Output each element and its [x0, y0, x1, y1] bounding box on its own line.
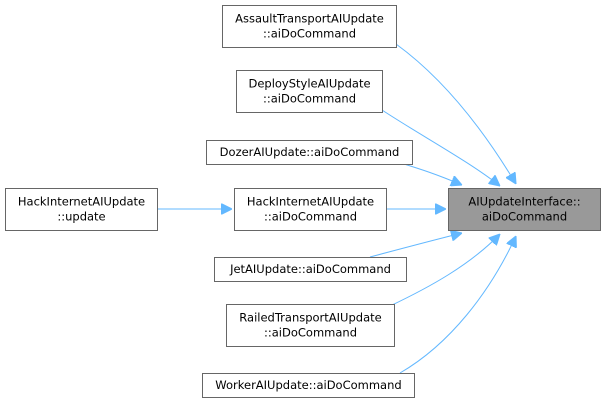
node-label: HackInternetAIUpdate [247, 195, 374, 209]
edge-railed-to-target [389, 234, 500, 307]
edge-worker-to-target [399, 236, 516, 374]
node-label: AssaultTransportAIUpdate [235, 12, 384, 26]
node-hackupdate[interactable]: HackInternetAIUpdate::update [5, 188, 158, 231]
node-label: RailedTransportAIUpdate [239, 311, 381, 325]
node-box [226, 304, 395, 347]
node-label: DozerAIUpdate::aiDoCommand [220, 145, 400, 159]
node-box [236, 70, 383, 113]
edge-jet-to-target [369, 233, 462, 258]
node-box [202, 373, 415, 398]
node-label: ::aiDoCommand [263, 27, 356, 41]
nodes: AssaultTransportAIUpdate::aiDoCommandDep… [5, 5, 601, 398]
node-box [5, 188, 158, 231]
node-label: ::aiDoCommand [263, 92, 356, 106]
node-label: ::aiDoCommand [264, 210, 357, 224]
edge-dozer-to-target [403, 163, 462, 185]
node-box [222, 5, 397, 48]
node-label: ::aiDoCommand [264, 326, 357, 340]
node-label: HackInternetAIUpdate [18, 195, 145, 209]
node-label: WorkerAIUpdate::aiDoCommand [215, 378, 401, 392]
node-label: JetAIUpdate::aiDoCommand [229, 262, 391, 276]
edge-deploy-to-target [381, 109, 500, 186]
node-box [448, 188, 601, 231]
node-hack[interactable]: HackInternetAIUpdate::aiDoCommand [234, 188, 387, 231]
node-jet[interactable]: JetAIUpdate::aiDoCommand [214, 257, 407, 282]
node-assault[interactable]: AssaultTransportAIUpdate::aiDoCommand [222, 5, 397, 48]
node-worker[interactable]: WorkerAIUpdate::aiDoCommand [202, 373, 415, 398]
node-label: aiDoCommand [482, 210, 567, 224]
node-box [214, 257, 407, 282]
edges [157, 43, 516, 374]
node-dozer[interactable]: DozerAIUpdate::aiDoCommand [206, 140, 413, 165]
node-label: ::update [57, 210, 105, 224]
node-deploy[interactable]: DeployStyleAIUpdate::aiDoCommand [236, 70, 383, 113]
node-railed[interactable]: RailedTransportAIUpdate::aiDoCommand [226, 304, 395, 347]
node-box [206, 140, 413, 165]
node-label: AIUpdateInterface:: [468, 195, 580, 209]
node-box [234, 188, 387, 231]
node-label: DeployStyleAIUpdate [248, 77, 370, 91]
node-target: AIUpdateInterface::aiDoCommand [448, 188, 601, 231]
edge-assault-to-target [395, 43, 516, 184]
